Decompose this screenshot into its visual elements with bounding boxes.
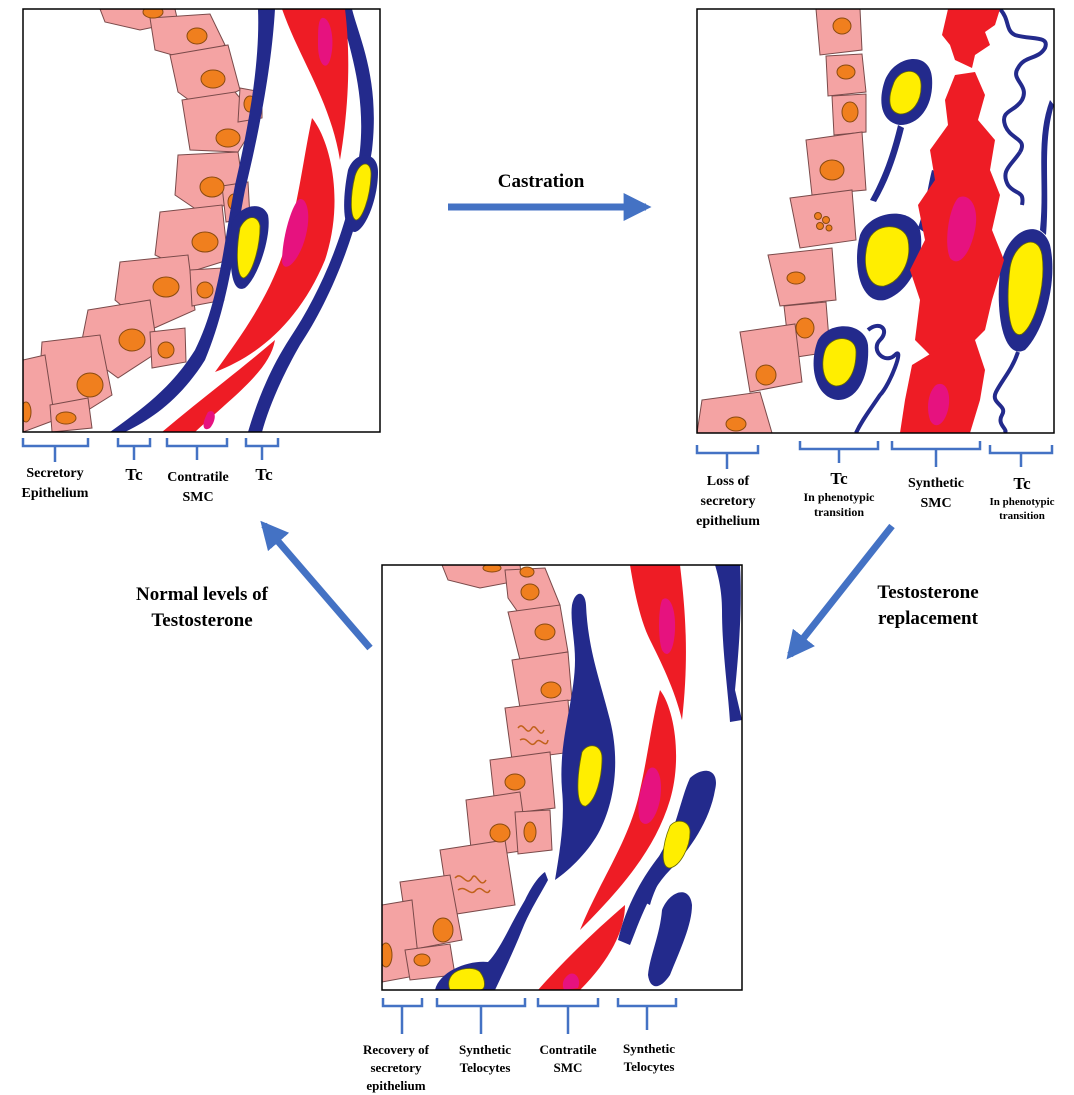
label-tc-outer-castrated: Tc In phenotypic transition (982, 473, 1062, 523)
label-synthetic-telocytes-inner: Synthetic Telocytes (440, 1041, 530, 1077)
label-secretory-epithelium-line-2: Epithelium (5, 484, 105, 504)
brackets-castrated (697, 441, 1052, 469)
epithelium-recovery (380, 564, 572, 982)
testosterone-replacement-label: Testosterone replacement (848, 580, 1008, 632)
label-synthetic-smc: Synthetic SMC (892, 474, 980, 514)
label-loss-line-1: Loss of (680, 472, 776, 492)
normal-levels-line-2: Testosterone (112, 608, 292, 634)
label-synthetic-telocytes-outer-line-1: Synthetic (606, 1040, 692, 1058)
label-contractile-smc-normal-line-1: Contratile (152, 468, 244, 488)
label-contractile-smc-normal: Contratile SMC (152, 468, 244, 508)
label-tc-outer-castrated-note-1: In phenotypic (982, 495, 1062, 509)
label-tc-outer-normal-text: Tc (244, 464, 284, 486)
brackets-normal (23, 438, 278, 462)
label-loss-of-secretory-epithelium: Loss of secretory epithelium (680, 472, 776, 532)
label-contractile-smc-recovery: Contratile SMC (526, 1041, 610, 1077)
label-recovery-of-secretory-epithelium: Recovery of secretory epithelium (348, 1041, 444, 1095)
label-contractile-smc-recovery-line-1: Contratile (526, 1041, 610, 1059)
label-synthetic-telocytes-inner-line-1: Synthetic (440, 1041, 530, 1059)
panel-castrated (697, 9, 1054, 469)
label-recovery-line-2: secretory (348, 1059, 444, 1077)
label-synthetic-telocytes-outer-line-2: Telocytes (606, 1058, 692, 1076)
label-synthetic-smc-line-1: Synthetic (892, 474, 980, 494)
label-loss-line-3: epithelium (680, 512, 776, 532)
label-tc-inner-castrated-note-2: transition (790, 505, 888, 520)
panel-normal (21, 6, 380, 462)
label-secretory-epithelium: Secretory Epithelium (5, 464, 105, 504)
label-tc-inner-castrated-note-1: In phenotypic (790, 490, 888, 505)
label-tc-outer-normal: Tc (244, 464, 284, 486)
label-contractile-smc-normal-line-2: SMC (152, 488, 244, 508)
testosterone-replacement-line-2: replacement (848, 606, 1008, 632)
label-tc-inner-castrated-text: Tc (790, 468, 888, 490)
label-tc-inner-normal-text: Tc (114, 464, 154, 486)
testosterone-replacement-line-1: Testosterone (848, 580, 1008, 606)
brackets-recovery (383, 998, 676, 1034)
castration-text: Castration (470, 169, 612, 195)
label-synthetic-smc-line-2: SMC (892, 494, 980, 514)
normal-levels-line-1: Normal levels of (112, 582, 292, 608)
label-tc-outer-castrated-text: Tc (982, 473, 1062, 495)
label-recovery-line-1: Recovery of (348, 1041, 444, 1059)
label-loss-line-2: secretory (680, 492, 776, 512)
secretory-epithelium (21, 6, 262, 432)
label-synthetic-telocytes-outer: Synthetic Telocytes (606, 1040, 692, 1076)
label-tc-outer-castrated-note-2: transition (982, 509, 1062, 523)
normal-levels-label: Normal levels of Testosterone (112, 582, 292, 634)
label-tc-inner-castrated: Tc In phenotypic transition (790, 468, 888, 520)
castration-label: Castration (470, 169, 612, 195)
label-secretory-epithelium-line-1: Secretory (5, 464, 105, 484)
panel-recovery (380, 564, 742, 1034)
label-recovery-line-3: epithelium (348, 1077, 444, 1095)
label-tc-inner-normal: Tc (114, 464, 154, 486)
label-synthetic-telocytes-inner-line-2: Telocytes (440, 1059, 530, 1077)
label-contractile-smc-recovery-line-2: SMC (526, 1059, 610, 1077)
